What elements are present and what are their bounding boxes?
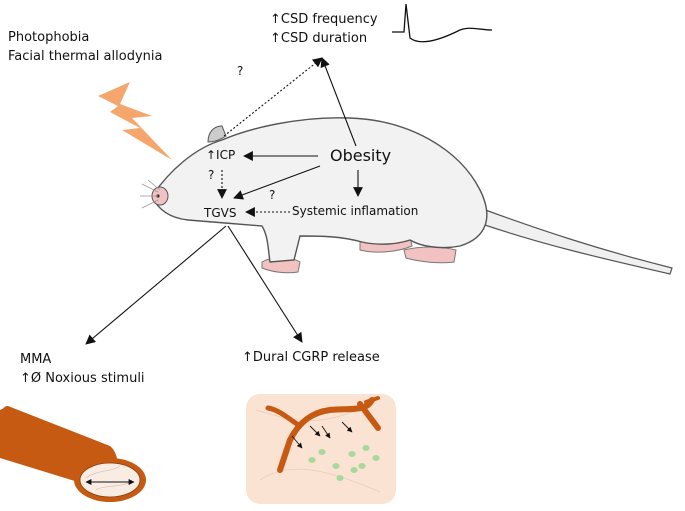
dural-vessels-icon [246, 394, 396, 504]
csd-waveform-icon [392, 3, 493, 43]
allodynia-label: Facial thermal allodynia [8, 49, 163, 64]
arrow-tgvs-cgrp [227, 225, 303, 343]
unknown-link-inflammation: ? [269, 188, 276, 202]
unknown-link-csd: ? [237, 64, 244, 78]
cgrp-label: ↑Dural CGRP release [242, 350, 380, 365]
mma-noxious-label: ↑Ø Noxious stimuli [20, 371, 145, 386]
symptoms-label: Photophobia Facial thermal allodynia [8, 28, 162, 66]
csd-label: ↑CSD frequency ↑CSD duration [270, 10, 378, 48]
unknown-link-icp: ? [208, 168, 215, 182]
icp-label: ↑ICP [206, 148, 236, 162]
mma-label: MMA ↑Ø Noxious stimuli [20, 350, 145, 388]
mma-vessel-icon [0, 405, 146, 502]
arrow-obesity-tgvs [233, 165, 321, 200]
arrows [85, 57, 363, 345]
arrow-tgvs-mma [85, 225, 227, 345]
mma-title: MMA [20, 352, 52, 367]
photophobia-label: Photophobia [8, 30, 90, 45]
csd-duration-label: ↑CSD duration [270, 31, 368, 46]
tgvs-label: TGVS [204, 206, 237, 220]
rat-illustration [140, 117, 673, 275]
arrow-ear-csd [223, 57, 323, 137]
inflammation-label: Systemic inflamation [292, 204, 419, 218]
arrow-obesity-csd [320, 57, 357, 147]
obesity-label: Obesity [330, 146, 392, 165]
csd-frequency-label: ↑CSD frequency [270, 12, 378, 27]
light-bolt-icon [98, 82, 172, 160]
